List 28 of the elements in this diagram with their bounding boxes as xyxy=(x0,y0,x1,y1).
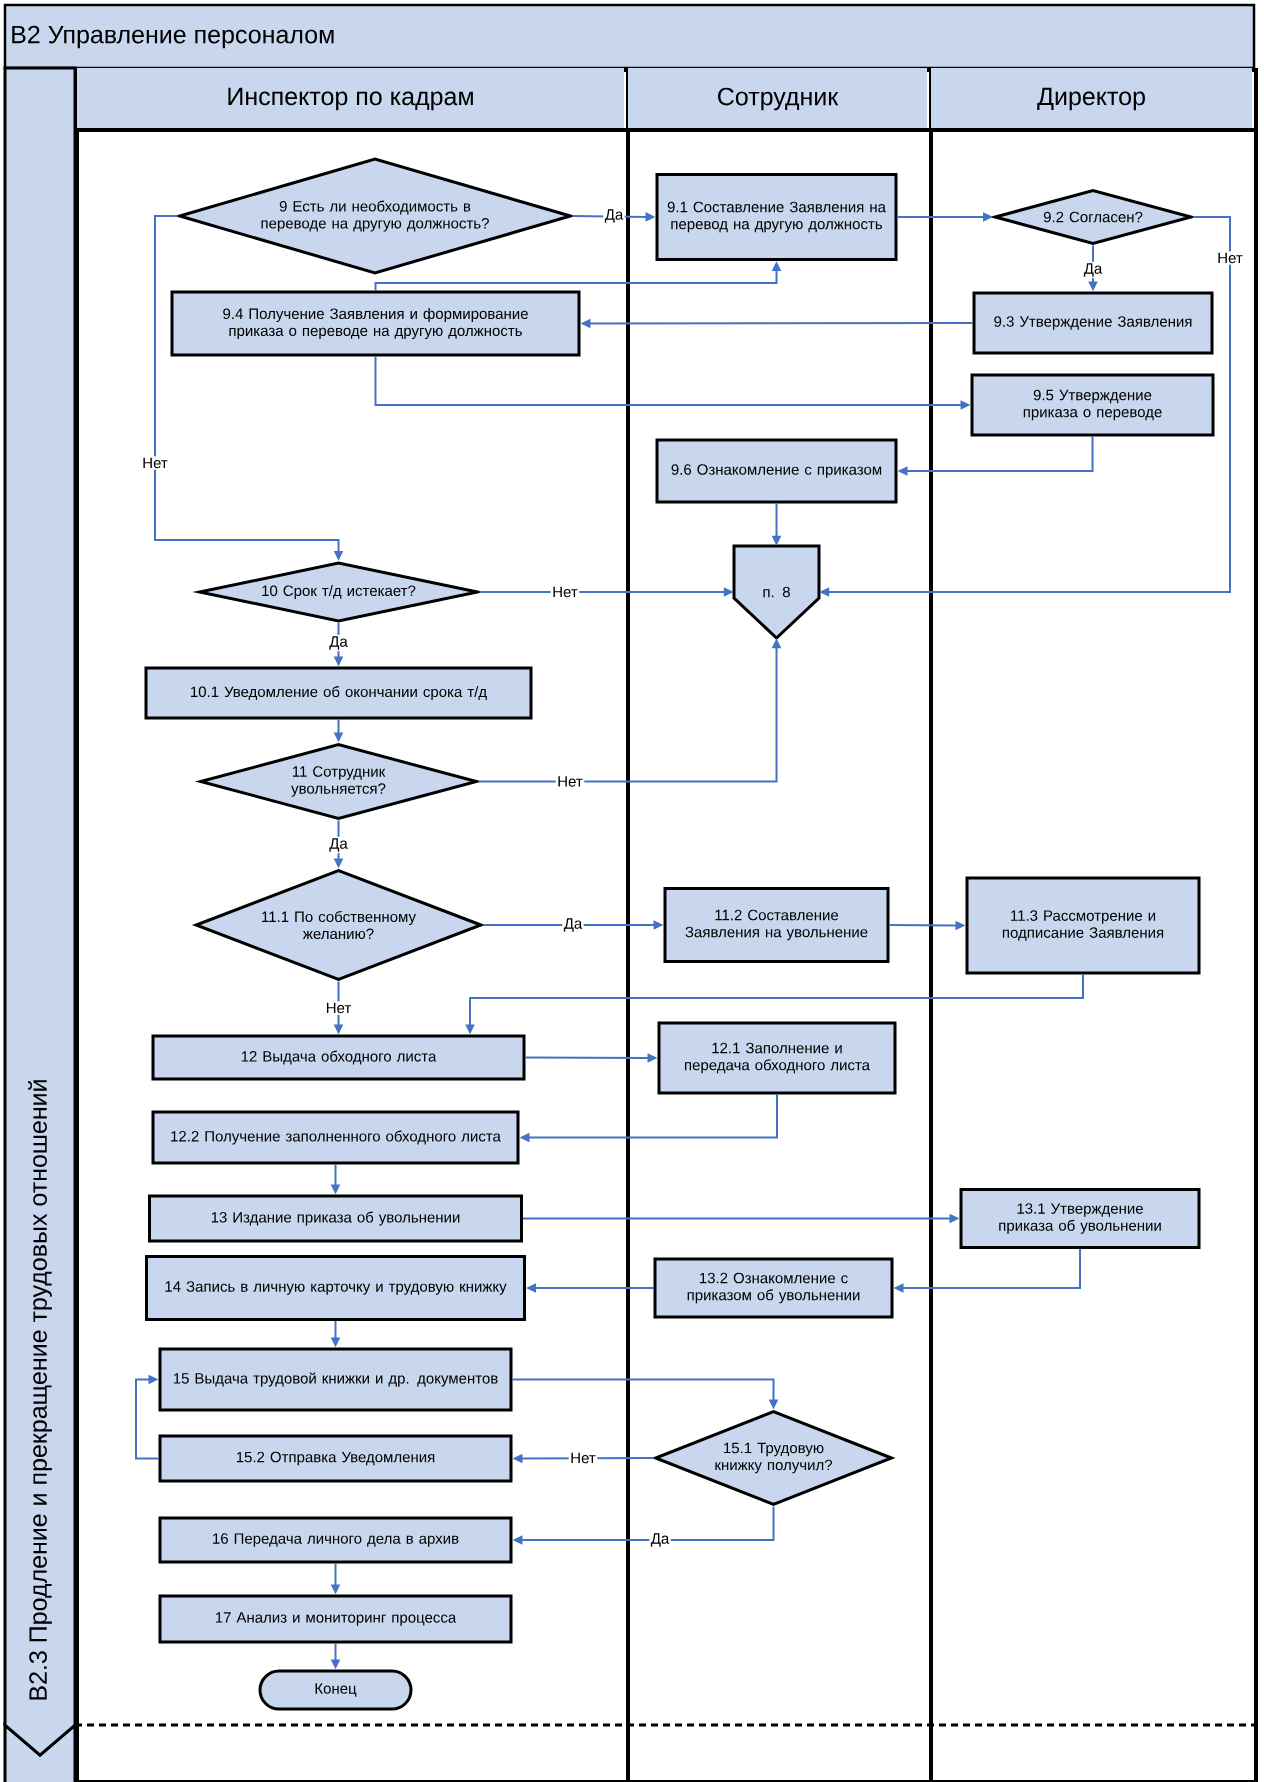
process-box: 9.4 Получение Заявления и формирование приказа о переводе на другую должность xyxy=(170,290,581,357)
process-box: 11.2 Составление Заявления на увольнение xyxy=(663,887,890,963)
process-box: 9.5 Утверждение приказа о переводе xyxy=(970,373,1215,437)
edge-label: Нет xyxy=(1215,251,1245,265)
off-page-connector: п. 8 xyxy=(732,544,821,641)
arrow xyxy=(135,1374,160,1460)
process-box: 9.6 Ознакомление с приказом xyxy=(655,438,898,504)
process-box: 16 Передача личного дела в архив xyxy=(158,1516,513,1564)
node-label: B2.3 Продление и прекращение трудовых отношений xyxy=(28,1080,52,1700)
process-box: 13 Издание приказа об увольнении xyxy=(148,1194,523,1243)
process-box: 9.1 Составление Заявления на перевод на другую должность xyxy=(655,173,898,261)
process-box: 13.2 Ознакомление с приказом об увольнении xyxy=(653,1257,894,1319)
edge-label: Нет xyxy=(140,456,170,470)
process-box: 14 Запись в личную карточку и трудовую книжку xyxy=(145,1255,526,1321)
edge-label: Нет xyxy=(550,585,580,599)
process-box: 12.2 Получение заполненного обходного листа xyxy=(151,1110,520,1165)
process-box: 11.3 Рассмотрение и подписание Заявления xyxy=(965,876,1201,975)
terminator: Конец xyxy=(258,1669,413,1711)
process-box: 9.3 Утверждение Заявления xyxy=(972,291,1214,355)
edge-label: Нет xyxy=(324,1001,353,1015)
process-box: 12 Выдача обходного листа xyxy=(151,1034,526,1081)
process-box: 17 Анализ и мониторинг процесса xyxy=(158,1594,513,1644)
process-box: 10.1 Уведомление об окончании срока т/д xyxy=(144,666,533,720)
process-box: 12.1 Заполнение и передача обходного листа xyxy=(657,1021,897,1095)
process-box: 15.2 Отправка Уведомления xyxy=(158,1434,513,1483)
edge-label: Нет xyxy=(568,1451,598,1465)
process-box: 15 Выдача трудовой книжки и др. документов xyxy=(158,1347,513,1412)
process-box: 13.1 Утверждение приказа об увольнении xyxy=(959,1188,1201,1249)
